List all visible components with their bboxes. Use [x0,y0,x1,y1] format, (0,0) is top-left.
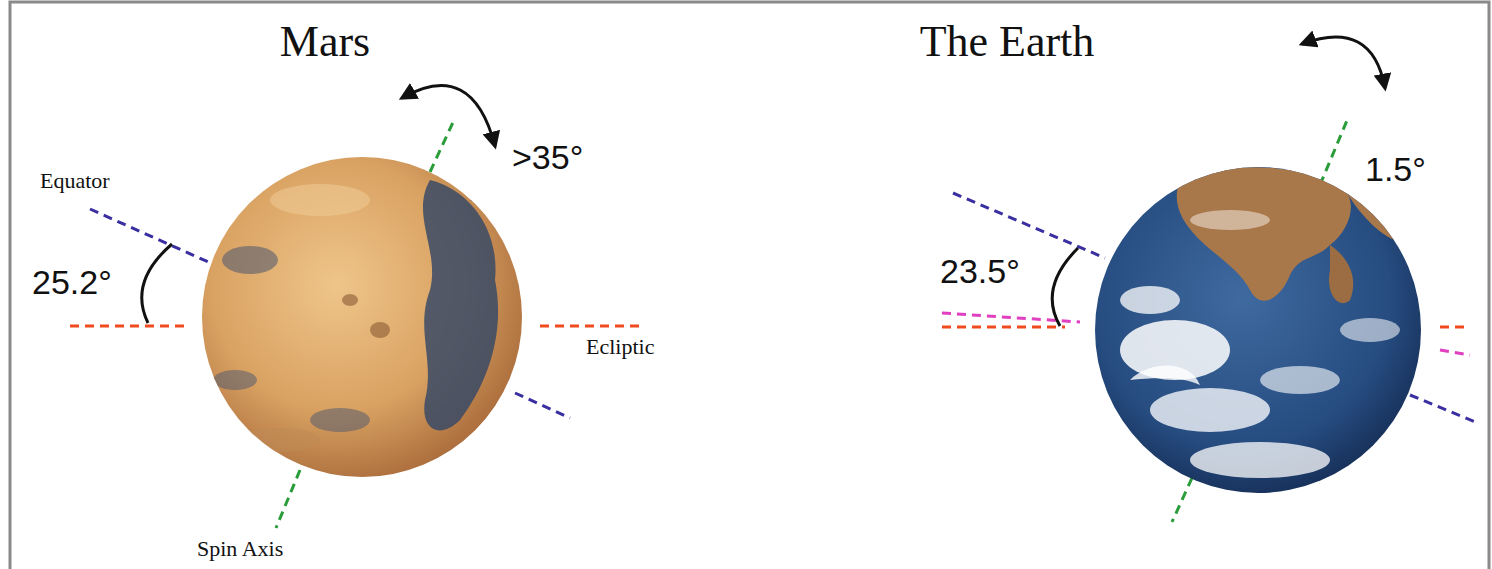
frame [10,2,1489,569]
angle-label: 23.5° [940,254,1020,288]
ecliptic-line [942,326,1065,329]
angle-arc [1052,248,1078,326]
precession-arrow [1302,37,1385,88]
angle-label: 25.2° [32,265,112,299]
line-label: Ecliptic [586,336,654,358]
ecliptic-line [540,325,645,328]
planet-title: The Earth [920,20,1095,64]
planet-title: Mars [280,20,370,64]
ecliptic-variation-line [1440,350,1470,355]
spin-axis-line [430,118,455,172]
ecliptic-line [70,325,190,328]
precession-arrow [402,86,495,147]
angle-label: 1.5° [1365,152,1426,186]
mars-globe [202,157,540,477]
spin-axis-line [276,470,300,528]
line-label: Equator [40,170,110,192]
earth-globe [1095,167,1421,493]
spin-axis-line [1320,118,1348,185]
angle-label: >35° [512,140,583,174]
ecliptic-line [1440,326,1470,329]
equator-line [515,393,570,418]
ecliptic-variation-line [942,313,1080,322]
equator-line [953,193,1105,258]
equator-line [1410,395,1478,423]
spin-axis-line [1172,478,1192,522]
equator-line [90,209,215,265]
angle-arc [142,244,172,323]
line-label: Spin Axis [197,538,283,560]
